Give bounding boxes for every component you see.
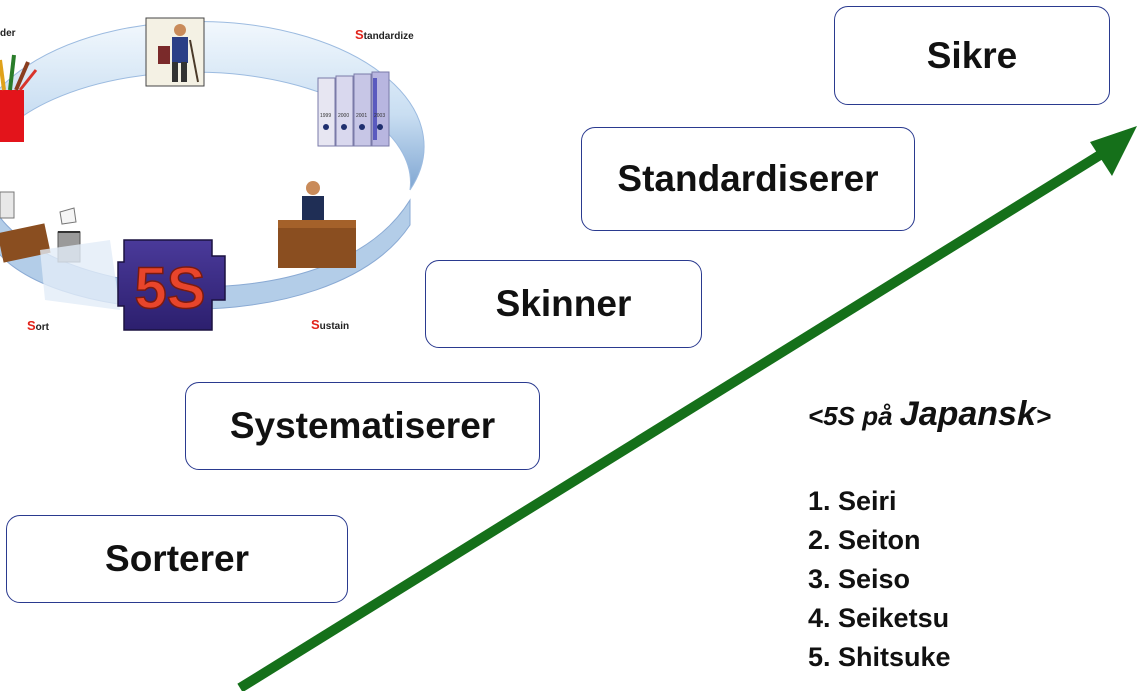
step-sustain-box: Sikre bbox=[834, 6, 1110, 105]
japanese-title-main: Japansk bbox=[899, 395, 1036, 433]
step-sustain-label: Sikre bbox=[926, 34, 1018, 76]
binders-icon: 1999 2000 2001 2003 bbox=[317, 71, 390, 147]
step-shine-label: Skinner bbox=[495, 283, 632, 324]
5s-badge-text: 5S bbox=[135, 256, 206, 321]
5s-badge: 5S bbox=[117, 239, 226, 331]
svg-text:2000: 2000 bbox=[338, 113, 349, 119]
desk-person-icon bbox=[278, 181, 356, 268]
japanese-term: 5. Shitsuke bbox=[808, 642, 951, 672]
step-systematize-box: Systematiserer bbox=[185, 382, 540, 470]
cleaning-person-icon bbox=[145, 17, 205, 87]
label-sort: Sort bbox=[27, 318, 50, 333]
step-standardize-box: Standardiserer bbox=[581, 127, 915, 231]
label-standardize: Standardize bbox=[355, 27, 414, 42]
japanese-title-suffix: > bbox=[1035, 401, 1052, 431]
arrow-head-icon bbox=[1090, 126, 1137, 176]
japanese-title-prefix: <5S på bbox=[808, 401, 900, 431]
japanese-terms-list: 1. Seiri 2. Seiton 3. Seiso 4. Seiketsu … bbox=[808, 482, 951, 677]
japanese-term: 3. Seiso bbox=[808, 564, 911, 594]
step-sort-box: Sorterer bbox=[6, 515, 348, 603]
label-order: der bbox=[0, 28, 16, 39]
svg-text:2001: 2001 bbox=[356, 113, 367, 119]
cycle-ring bbox=[0, 20, 425, 191]
progress-arrow bbox=[237, 126, 1137, 691]
step-standardize-label: Standardiserer bbox=[617, 158, 879, 199]
japanese-term: 4. Seiketsu bbox=[808, 603, 950, 633]
svg-text:2003: 2003 bbox=[374, 113, 385, 119]
japanese-title: <5S på Japansk> bbox=[808, 395, 1051, 434]
label-sustain: Sustain bbox=[311, 317, 349, 332]
japanese-term: 1. Seiri bbox=[808, 486, 897, 516]
step-shine-box: Skinner bbox=[425, 260, 702, 348]
cycle-illustration: 1999 2000 2001 2003 5S der bbox=[0, 17, 425, 333]
svg-text:1999: 1999 bbox=[320, 113, 331, 119]
japanese-term: 2. Seiton bbox=[808, 525, 921, 555]
pencil-cup-icon bbox=[0, 54, 38, 142]
messy-desk-icon bbox=[0, 191, 120, 310]
step-systematize-label: Systematiserer bbox=[229, 405, 496, 446]
step-sort-label: Sorterer bbox=[105, 538, 249, 579]
